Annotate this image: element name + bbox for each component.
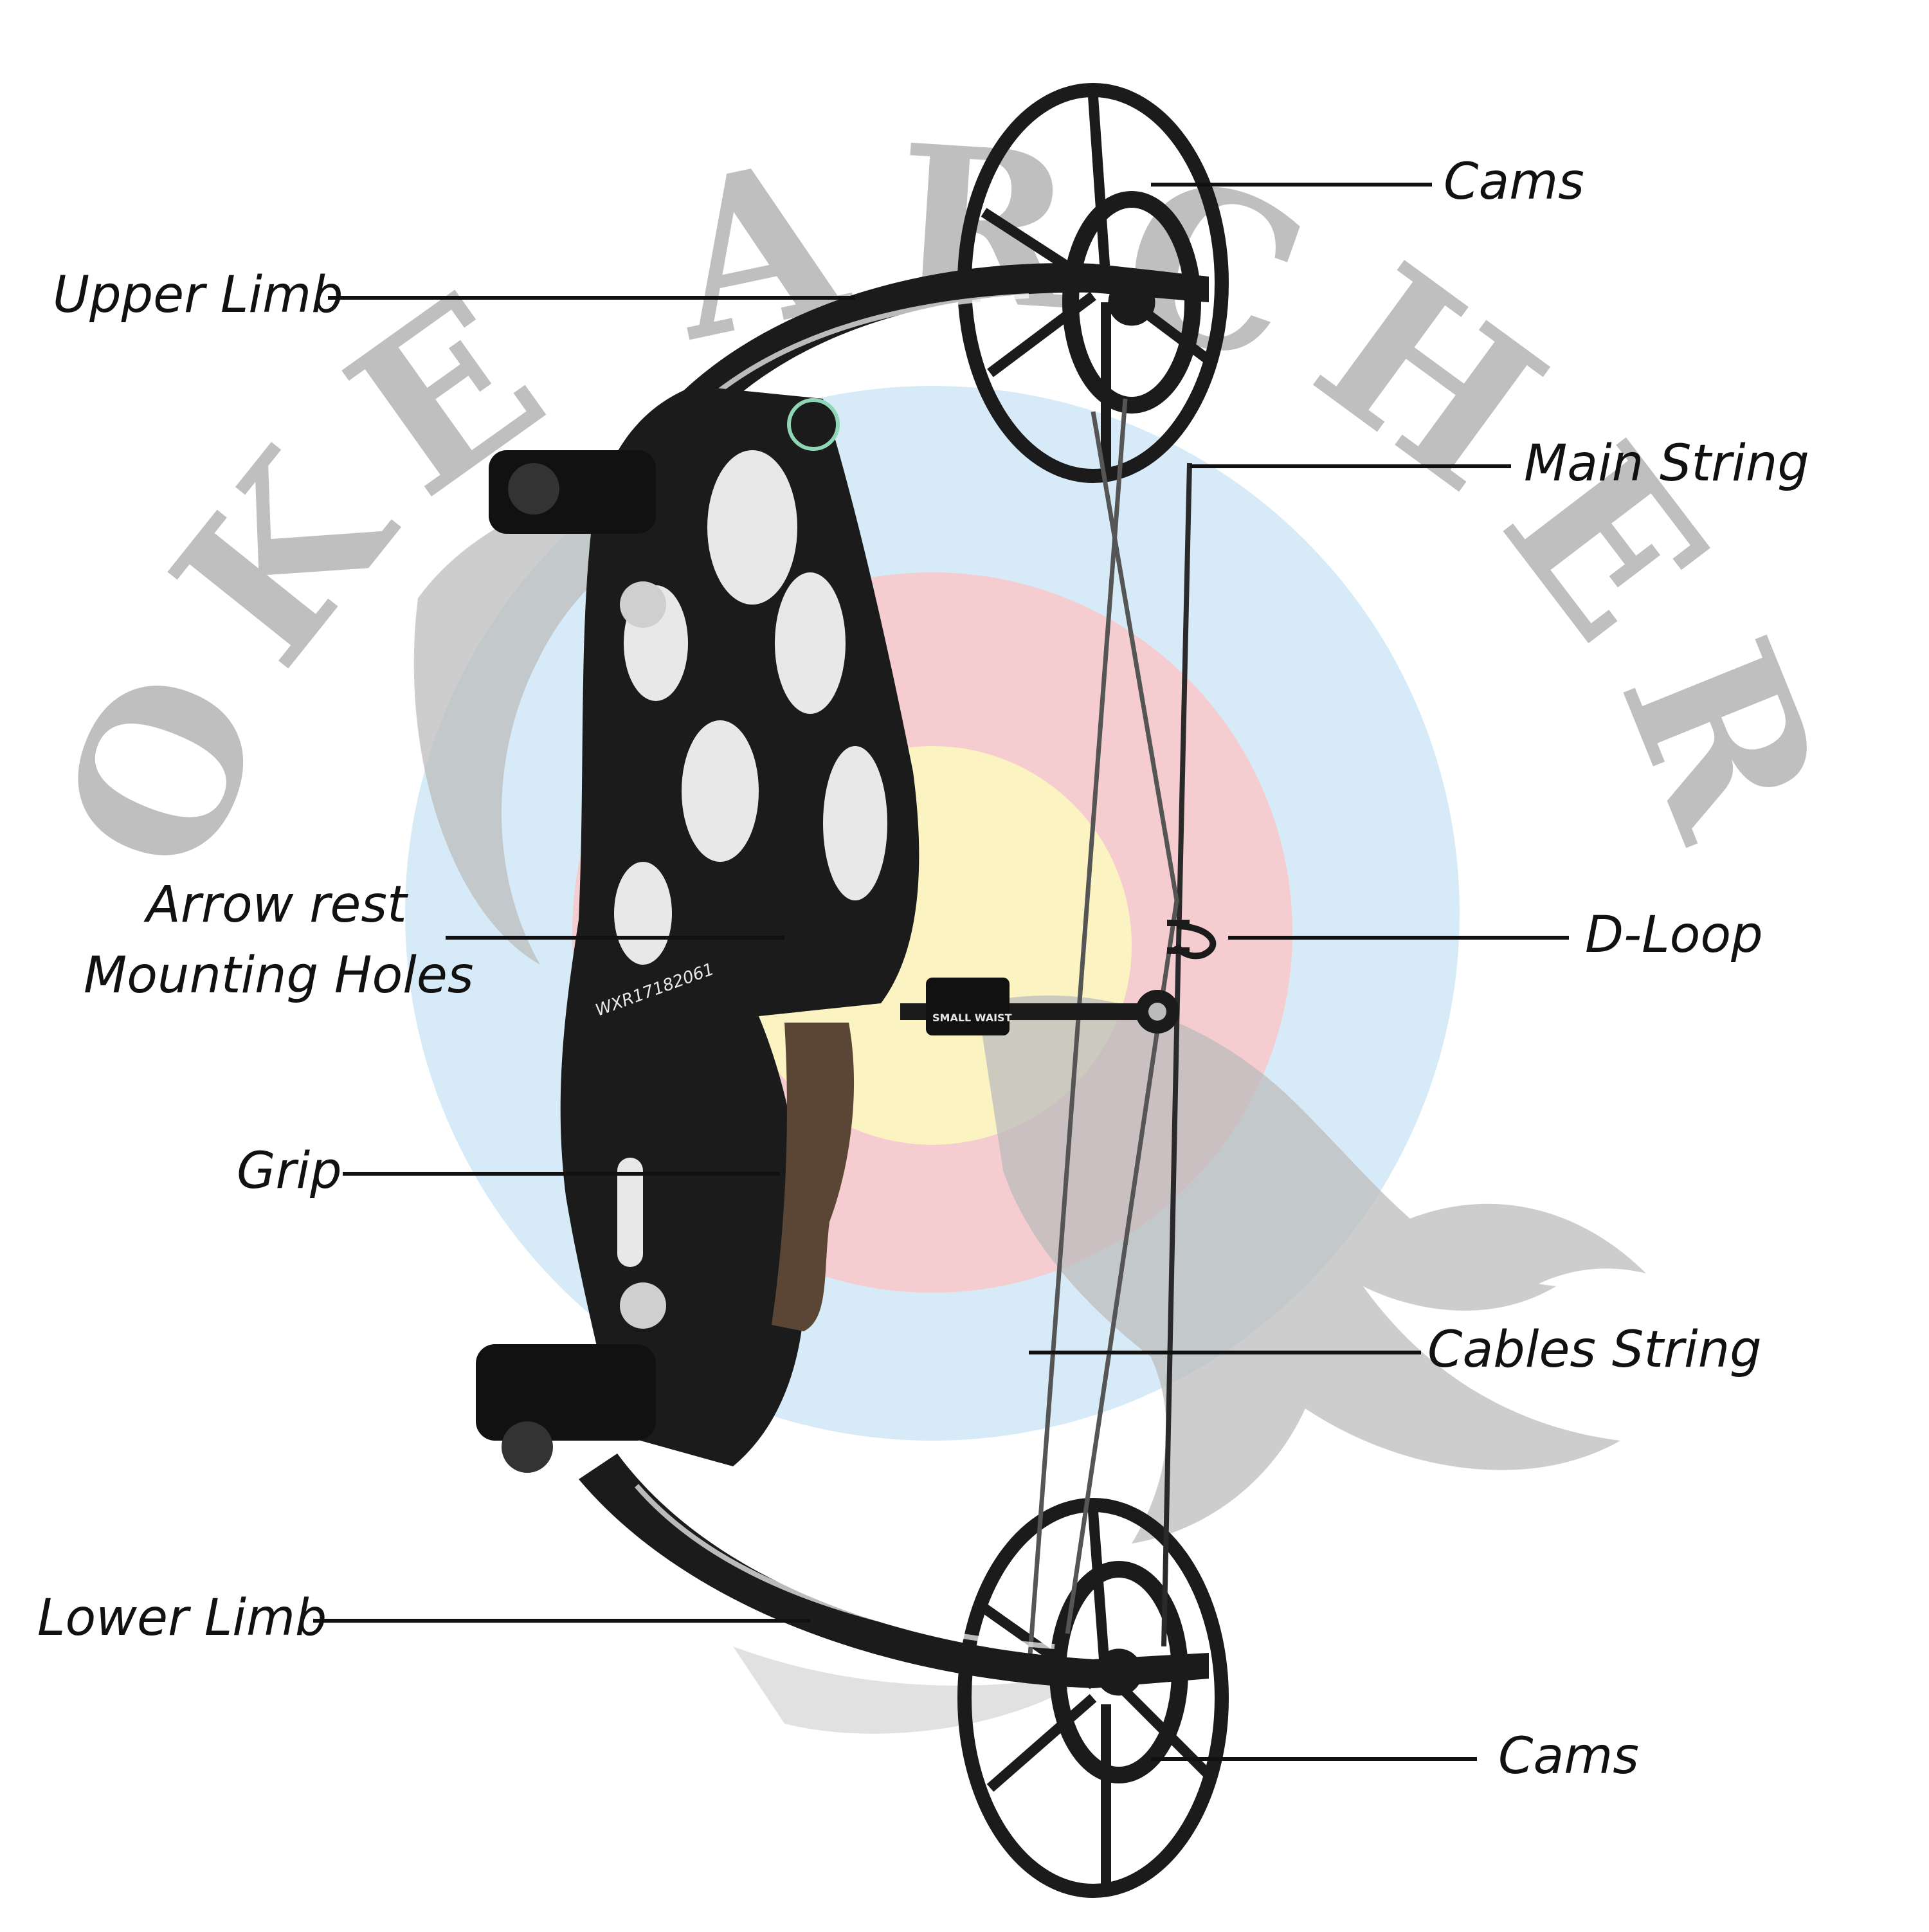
lower-limb [579, 1454, 1209, 1688]
callout-lines [313, 183, 1569, 1761]
label-arrow-rest-line1: Arrow rest [146, 876, 407, 934]
upper-cam-inner [1062, 191, 1201, 414]
cable-string-b [1065, 411, 1179, 1634]
limb-badge [787, 398, 840, 451]
riser-cutouts [614, 450, 887, 1267]
label-grip: Grip [237, 1142, 342, 1200]
label-arrow-rest-line2: Mounting Holes [84, 947, 474, 1005]
lower-cam-spoke [986, 1693, 1097, 1792]
limb-pocket-lower [476, 1282, 666, 1473]
sight-badge-text: SMALL WAIST [932, 1012, 1012, 1024]
label-d-loop: D-Loop [1585, 906, 1763, 964]
label-cams-top: Cams [1444, 153, 1584, 211]
watermark-eagle-wing [1402, 1203, 1646, 1306]
watermark-swoosh [413, 480, 746, 965]
label-lower-limb: Lower Limb [37, 1589, 327, 1647]
label-cables-string: Cables String [1427, 1321, 1762, 1379]
upper-limb [675, 263, 1209, 424]
upper-cam-spoke [1088, 96, 1111, 284]
watermark-eagle-body [977, 995, 1620, 1544]
upper-cam-spoke [987, 291, 1096, 378]
label-upper-limb: Upper Limb [53, 266, 343, 324]
lower-cam-spoke [1115, 1681, 1213, 1779]
label-cams-bottom: Cams [1498, 1727, 1639, 1785]
lower-cam-rim [957, 1498, 1229, 1898]
bow-strings [1026, 398, 1217, 1673]
riser: WXR17182061 [476, 386, 919, 1473]
label-main-string: Main String [1524, 435, 1809, 493]
watermark-lower-shadow [733, 1646, 1093, 1734]
sight-bar: SMALL WAIST [900, 978, 1179, 1035]
cable-string-a [1026, 398, 1128, 1673]
watermark-silhouette [413, 480, 1646, 1734]
d-loop [1167, 920, 1217, 960]
limb-pocket-upper [489, 450, 666, 628]
grip-wood [772, 1023, 855, 1331]
main-string [1161, 462, 1192, 1647]
